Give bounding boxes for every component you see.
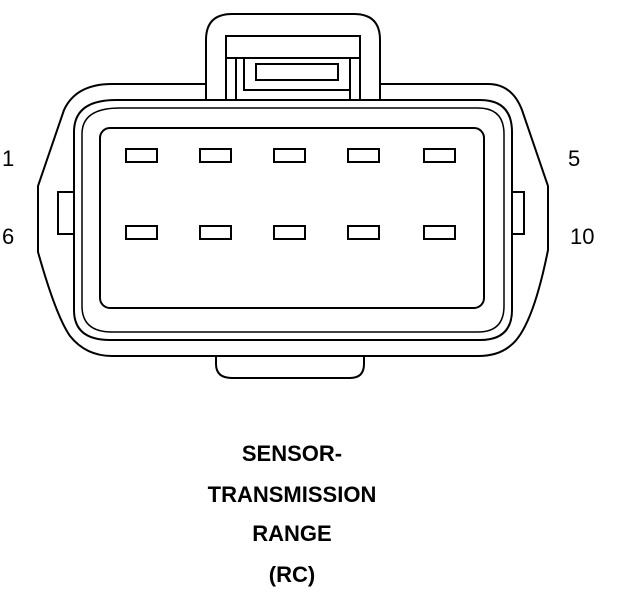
- right-side-notch: [512, 191, 525, 235]
- pin-3: [273, 148, 306, 163]
- caption-line-4: (RC): [268, 562, 316, 587]
- pin-8: [273, 225, 306, 240]
- latch-lock-window: [255, 63, 339, 81]
- caption-line-2: TRANSMISSION: [207, 482, 377, 507]
- caption-line-3: RANGE: [252, 521, 332, 546]
- pin-label-5: 5: [568, 146, 581, 171]
- pin-label-1: 1: [2, 146, 15, 171]
- pin-4: [347, 148, 380, 163]
- pin-10: [423, 225, 456, 240]
- housing-inner: [73, 99, 513, 341]
- pin-5: [423, 148, 456, 163]
- pin-row-bottom: [125, 225, 456, 240]
- pin-9: [347, 225, 380, 240]
- housing-outer: [37, 83, 549, 357]
- pin-2: [199, 148, 232, 163]
- left-side-notch: [57, 191, 74, 235]
- latch-bar: [225, 35, 361, 59]
- pin-row-top: [125, 148, 456, 163]
- pin-label-10: 10: [570, 224, 595, 249]
- bottom-key-tab: [215, 356, 365, 379]
- connector-diagram: [37, 13, 549, 379]
- pin-7: [199, 225, 232, 240]
- pin-6: [125, 225, 158, 240]
- housing-inner-rim-2: [81, 107, 505, 333]
- latch-tab-outline: [205, 13, 381, 84]
- pin-label-6: 6: [2, 224, 15, 249]
- caption-line-1: SENSOR-: [241, 441, 343, 466]
- pin-1: [125, 148, 158, 163]
- pin-cavity-face: [99, 127, 485, 309]
